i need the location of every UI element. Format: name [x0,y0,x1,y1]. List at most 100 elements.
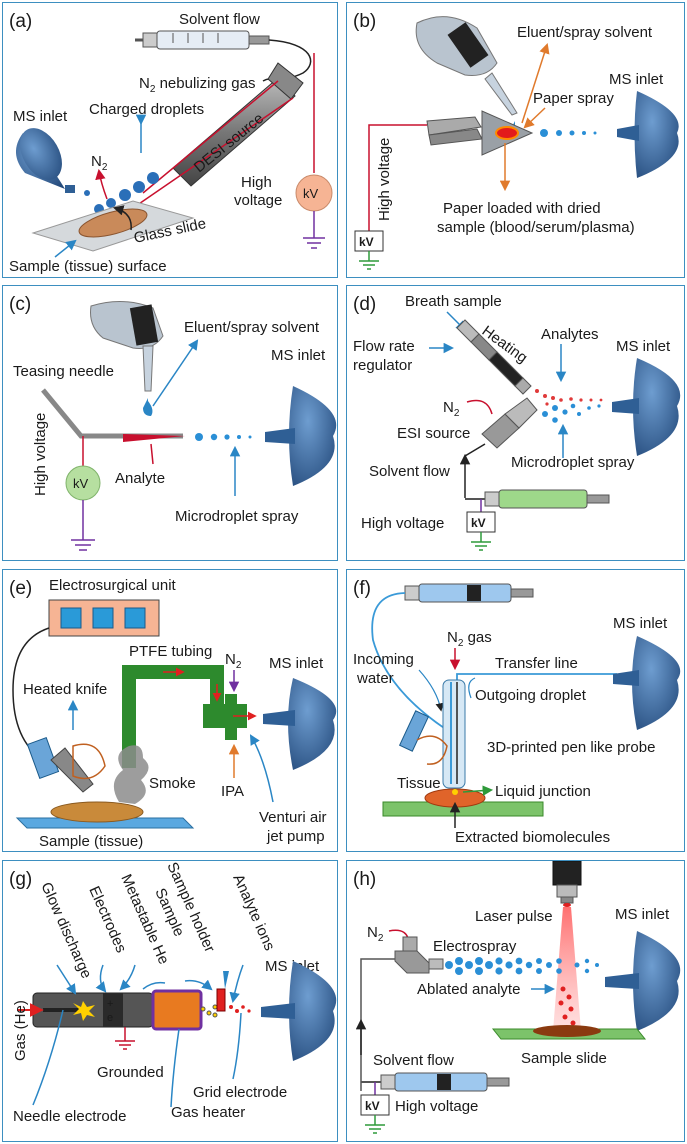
kv-label: kV [471,516,486,530]
panel-a: (a) Solvent flow N2 nebulizing gas Charg… [2,2,338,278]
eluent-label: Eluent/spray solvent [184,319,320,336]
incoming-water-label-1: Incoming [353,651,414,668]
paper-clip-icon [426,116,483,146]
panel-g-tag: (g) [9,869,32,890]
ground-icon [359,260,379,270]
charged-droplets-label: Charged droplets [89,101,204,118]
panel-b-diagram: (b) Eluent/spray solvent MS inlet Paper … [353,11,679,270]
microdroplets [542,403,601,423]
incoming-water-label-2: water [356,670,394,687]
n2-gas-label: N [447,629,458,646]
laser-pulse-label: Laser pulse [475,908,553,925]
ground-icon [303,237,325,249]
venturi-label-2: jet pump [266,828,325,845]
laser-beam [553,907,581,1031]
microdroplet-spray-label: Microdroplet spray [175,508,299,525]
panel-f-tag: (f) [353,578,371,599]
ablated-particles [558,986,576,1026]
smoke-label: Smoke [149,775,196,792]
transfer-line-label: Transfer line [495,655,578,672]
syringe-icon [465,489,610,509]
panel-h-diagram: (h) Laser pulse MS inlet N2 Electrospray… [353,861,681,1134]
laser-head-icon [552,861,582,907]
electrospray-droplets [445,957,599,975]
tissue-sample [50,801,144,823]
ground-icon [71,539,95,551]
flow-rate-label-1: Flow rate [353,338,415,355]
panel-a-diagram: (a) Solvent flow N2 nebulizing gas Charg… [9,11,333,275]
ground-icon [365,1124,385,1134]
electrodes-label: Electrodes [85,884,129,956]
panel-c-tag: (c) [9,294,31,315]
solvent-flow-label: Solvent flow [373,1052,454,1069]
n2-gas-label: N [139,75,150,92]
analyte-label: Analyte [115,470,165,487]
panel-f: (f) MS inlet N2 gas Incoming water Trans… [346,569,685,852]
n2-label: N [225,651,236,668]
panel-d-diagram: (d) Breath sample Analytes MS inlet Flow… [353,293,681,551]
sample-holder [216,988,226,1012]
tissue-label: Tissue [397,775,441,792]
eluent-label: Eluent/spray solvent [517,24,653,41]
ms-inlet-icon [605,931,681,1031]
ms-inlet-label: MS inlet [269,655,324,672]
ms-inlet-icon [612,358,681,456]
sample-slide-label: Sample slide [521,1050,607,1067]
n2-label: N [367,924,378,941]
panel-g: (g) Glow discharge Electrodes Metastable… [2,860,338,1142]
ms-inlet-icon [263,678,337,770]
electrosurgical-unit-label: Electrosurgical unit [49,577,177,594]
panel-h: (h) Laser pulse MS inlet N2 Electrospray… [346,860,685,1142]
solvent-flow-label: Solvent flow [179,11,260,28]
panel-g-diagram: (g) Glow discharge Electrodes Metastable… [9,861,337,1125]
svg-text:N2 gas: N2 gas [447,629,492,649]
tissue-sample [78,208,148,238]
analyte-tip [123,434,185,442]
n2-label: N [443,399,454,416]
paper-loaded-label-1: Paper loaded with dried [443,200,601,217]
ground-icon [115,1040,135,1050]
pen-probe-icon [398,679,466,789]
n2-label: N [91,153,102,170]
venturi-pump-icon [203,694,247,740]
svg-text:N2: N2 [443,399,460,419]
kv-label: kV [303,186,319,201]
solvent-flow-label: Solvent flow [369,463,450,480]
panel-e-tag: (e) [9,578,32,599]
probe-label: 3D-printed pen like probe [487,739,655,756]
tissue-slide [382,801,544,817]
ms-inlet-label: MS inlet [13,108,68,125]
ground-icon [471,541,491,551]
svg-text:N2 nebulizing gas: N2 nebulizing gas [139,75,255,95]
droplets [84,172,159,214]
dart-source-icon: + e [32,989,203,1031]
kv-label: kV [359,235,374,249]
ms-inlet-label: MS inlet [615,906,670,923]
esi-source-icon [466,397,538,449]
syringe-icon [135,30,270,50]
smoke-icon [113,745,149,804]
esi-source-label: ESI source [397,425,470,442]
kv-label: kV [73,476,89,491]
heated-knife-icon [26,737,106,793]
sample-surface-label: Sample (tissue) surface [9,258,167,275]
sample-on-slide [533,1025,601,1037]
panel-e: (e) Electrosurgical unit PTFE tubing N2 … [2,569,338,852]
heated-knife-label: Heated knife [23,681,107,698]
analyte-particles [535,389,603,406]
high-voltage-label: High voltage [32,413,49,496]
electrospray-source-icon [394,936,444,974]
microdroplet-spray-label: Microdroplet spray [511,454,635,471]
ms-inlet-icon [617,91,679,178]
syringe-icon [404,583,534,603]
liquid-junction-label: Liquid junction [495,783,591,800]
syringe-icon [361,1072,510,1092]
needle-electrode-label: Needle electrode [13,1108,126,1125]
ptfe-tubing-label: PTFE tubing [129,643,212,660]
gas-heater-label: Gas heater [171,1104,245,1121]
panel-c: (c) Eluent/spray solvent Teasing needle … [2,285,338,561]
panel-b-tag: (b) [353,11,376,32]
ms-inlet-icon [261,961,337,1061]
high-voltage-label: High voltage [361,515,444,532]
panel-d-tag: (d) [353,294,376,315]
